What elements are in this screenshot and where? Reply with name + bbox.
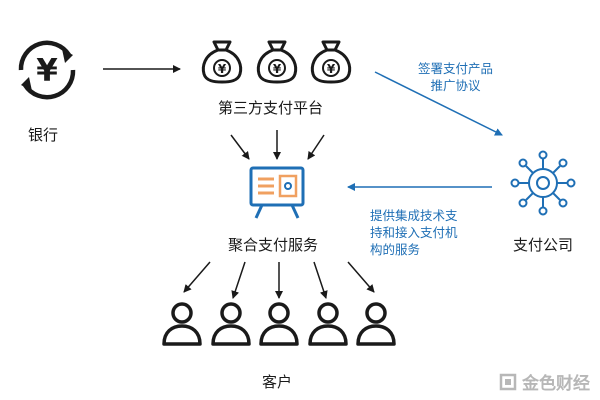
- person-icon: [259, 302, 299, 346]
- payment-terminal-icon: [249, 166, 305, 219]
- yen-symbol: ¥: [36, 53, 58, 89]
- provide-note-line-3: 构的服务: [370, 242, 421, 257]
- payment-company-label: 支付公司: [513, 236, 574, 254]
- person-icon: [356, 302, 396, 346]
- money-bag-icon: ¥: [310, 40, 352, 84]
- bag-yen-symbol: ¥: [218, 62, 227, 76]
- money-bag-icon: ¥: [201, 40, 243, 84]
- provide-service-note: 提供集成技术支 持和接入支付机 构的服务: [370, 207, 458, 258]
- money-bag-icon: ¥: [256, 40, 298, 84]
- person-icon: [308, 302, 348, 346]
- watermark-logo-icon: [499, 373, 517, 390]
- provide-note-line-1: 提供集成技术支: [370, 208, 458, 223]
- bank-label: 银行: [28, 126, 59, 144]
- arrow-aggregate-to-customer-4: [313, 261, 328, 299]
- arrow-aggregate-to-customer-2: [231, 261, 246, 299]
- sign-note-line-1: 签署支付产品: [418, 61, 494, 76]
- arrow-aggregate-to-customer-5: [347, 261, 375, 293]
- person-icon: [211, 302, 251, 346]
- sign-agreement-note: 签署支付产品 推广协议: [418, 60, 493, 94]
- arrow-aggregate-to-customer-1: [183, 261, 211, 293]
- provide-note-line-2: 持和接入支付机: [370, 225, 458, 240]
- bag-yen-symbol: ¥: [273, 62, 282, 76]
- watermark-text: 金色财经: [522, 374, 590, 394]
- customers-label: 客户: [262, 373, 293, 391]
- person-icon: [162, 302, 202, 346]
- network-hub-icon: [510, 150, 576, 216]
- arrow-platform-to-company: [374, 71, 503, 136]
- watermark: 金色财经: [498, 369, 590, 394]
- sign-note-line-2: 推广协议: [430, 78, 481, 93]
- third-party-label: 第三方支付平台: [218, 99, 324, 117]
- arrow-platform-to-aggregate-left: [230, 134, 250, 160]
- bag-yen-symbol: ¥: [327, 62, 336, 76]
- yen-cycle-icon: ¥: [18, 40, 76, 100]
- arrow-platform-to-aggregate-right: [307, 134, 325, 160]
- aggregate-label: 聚合支付服务: [228, 236, 319, 254]
